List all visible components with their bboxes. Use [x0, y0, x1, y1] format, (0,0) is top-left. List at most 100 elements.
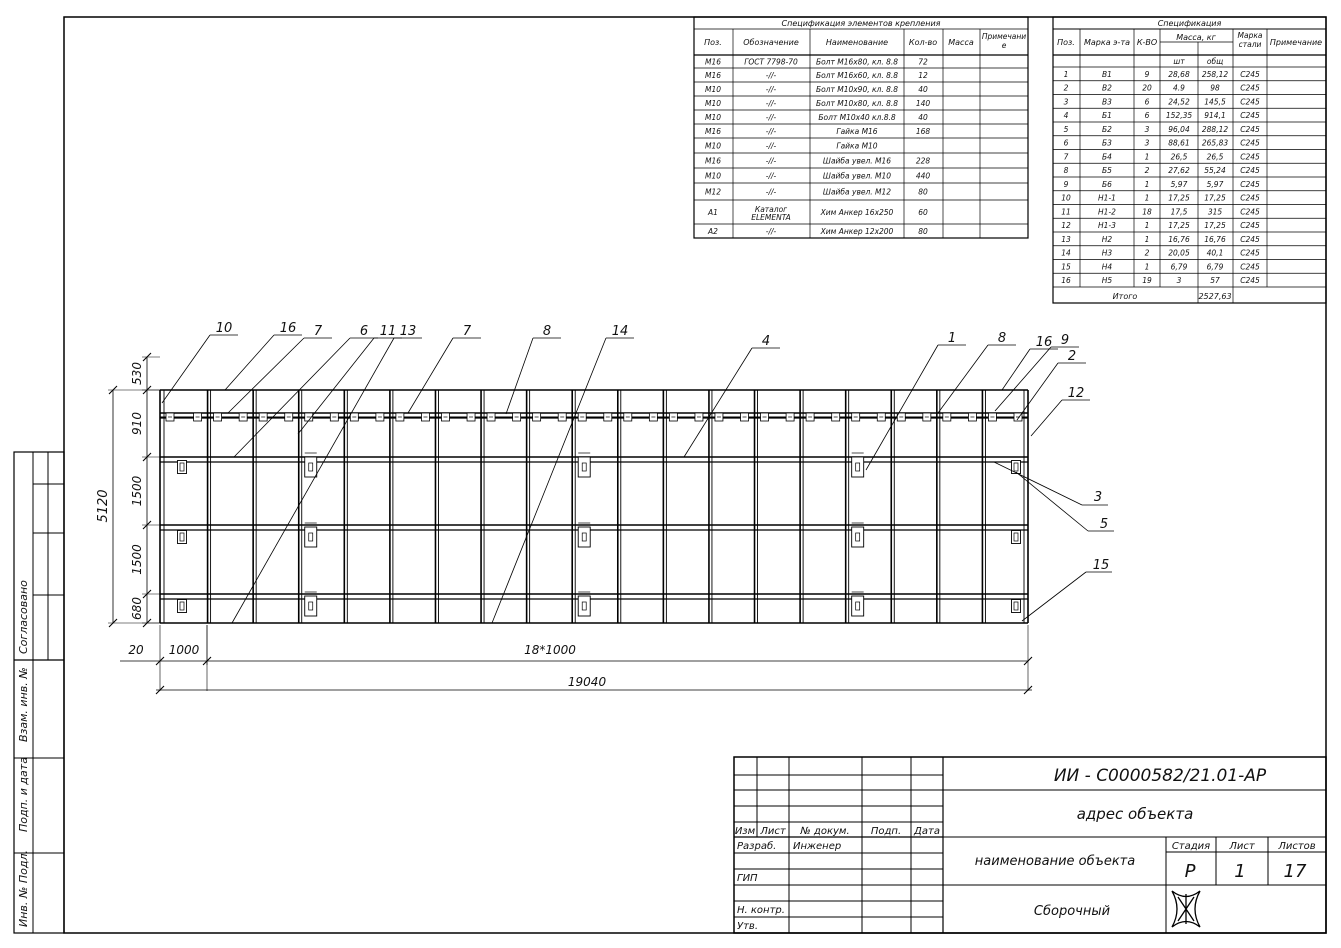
fastener-cell: Шайба увел. М10 [823, 172, 891, 181]
fastener-cell: Хим Анкер 16х250 [820, 208, 894, 217]
base-plate-core [1013, 462, 1019, 472]
spec-header-qty: К-ВО [1137, 38, 1157, 47]
base-plate-core [1013, 532, 1019, 542]
fastener-cell: -//- [766, 157, 777, 166]
spec-cell: 3 [1177, 276, 1182, 285]
spec-cell: С245 [1240, 194, 1260, 203]
base-plate-core [855, 462, 861, 472]
spec-cell: 96,04 [1168, 125, 1190, 134]
callout-leader [1016, 362, 1059, 421]
base-plate [851, 456, 865, 478]
fastener-cell: М16 [705, 58, 721, 67]
spec-cell: 17,5 [1171, 207, 1188, 216]
spec-cell: Б5 [1102, 166, 1112, 175]
base-plate [177, 599, 187, 613]
fastener-cell: 40 [918, 113, 928, 122]
fastener-cell: А2 [707, 227, 718, 236]
fastener-cell: М10 [705, 99, 721, 108]
callout-number: 2 [1068, 349, 1076, 364]
fastener-cell: 80 [918, 188, 928, 197]
spec-header-mark: Марка э-та [1084, 38, 1130, 47]
spec-cell: 26,5 [1207, 152, 1224, 161]
spec-subheader-unit: шт [1173, 57, 1185, 66]
stamp-signature-label: Подп. и дата [17, 757, 30, 832]
spec-cell: 28,68 [1168, 70, 1190, 79]
spec-cell: С245 [1240, 70, 1260, 79]
spec-cell: 1 [1145, 152, 1150, 161]
callout-leader [233, 337, 351, 458]
spec-cell: С245 [1240, 180, 1260, 189]
tb-col-list: Лист [759, 826, 787, 837]
stamp-agreed-label: Согласовано [17, 580, 30, 654]
spec-cell: С245 [1240, 276, 1260, 285]
tb-sheet-title: Сборочный [1034, 904, 1110, 919]
base-plate [851, 595, 865, 617]
spec-cell: 914,1 [1204, 111, 1225, 120]
tb-role-approve: Утв. [737, 921, 758, 932]
fastener-cell: М16 [705, 157, 721, 166]
spec-cell: 7 [1064, 152, 1069, 161]
spec-cell: Н1-3 [1098, 221, 1116, 230]
callout-leader [1015, 471, 1089, 532]
fastener-cell: Шайба увел. М16 [823, 157, 891, 166]
fastener-cell: -//- [766, 71, 777, 80]
tb-stage-label: Стадия [1172, 841, 1210, 852]
title-block [733, 756, 1327, 934]
fastener-cell: М16 [705, 127, 721, 136]
dim-1500-b: 1500 [130, 544, 144, 575]
fastener-cell: 72 [918, 58, 928, 67]
spec-cell: 1 [1145, 262, 1150, 271]
fastener-header-cell: Поз. [704, 38, 722, 47]
dimension-tick [1023, 685, 1033, 695]
spec-cell: Н4 [1102, 262, 1113, 271]
tb-sheets-label: Листов [1277, 841, 1315, 852]
fastener-header-cell: Обозначение [743, 38, 799, 47]
fastener-cell: -//- [766, 127, 777, 136]
spec-cell: С245 [1240, 262, 1260, 271]
spec-header-pos: Поз. [1057, 38, 1075, 47]
spec-cell: 20,05 [1168, 249, 1190, 258]
spec-cell: 17,25 [1168, 221, 1190, 230]
base-plate-core [308, 462, 314, 472]
fastener-cell: М10 [705, 85, 721, 94]
spec-cell: С245 [1240, 152, 1260, 161]
fastener-cell: -//- [766, 142, 777, 151]
spec-cell: 15 [1061, 262, 1071, 271]
dim-530: 530 [130, 362, 144, 385]
spec-cell: 1 [1145, 221, 1150, 230]
spec-cell: 315 [1208, 207, 1223, 216]
fastener-cell: 40 [918, 85, 928, 94]
base-plate [1011, 530, 1021, 544]
fastener-cell: Болт М10х80, кл. 8.8 [816, 99, 898, 108]
callout-leader [993, 461, 1083, 506]
spec-cell: 265,83 [1202, 139, 1228, 148]
callout-number: 16 [1036, 335, 1053, 350]
spec-header-mass: Масса, кг [1176, 33, 1216, 42]
fastener-table-title: Спецификация элементов крепления [782, 19, 941, 28]
callout-leader [227, 337, 305, 414]
fastener-header-cell: Кол-во [909, 38, 937, 47]
tb-col-doc: № докум. [799, 826, 849, 837]
fastener-cell: 60 [918, 208, 928, 217]
tb-doc-code: ИИ - С0000582/21.01-АР [1054, 766, 1267, 786]
fastener-cell: 168 [916, 127, 931, 136]
spec-cell: 4 [1064, 111, 1069, 120]
spec-cell: Н5 [1102, 276, 1113, 285]
spec-cell: 5 [1064, 125, 1069, 134]
callout-number: 6 [360, 324, 368, 339]
stamp-replaced-label: Взам. инв. № [17, 667, 30, 742]
spec-cell: 11 [1061, 207, 1071, 216]
spec-cell: 88,61 [1168, 139, 1189, 148]
dim-bottom-left: 20 [128, 643, 144, 657]
spec-cell: С245 [1240, 97, 1260, 106]
fastener-cell: Гайка М10 [836, 142, 877, 151]
fastener-cell: Болт М10х90, кл. 8.8 [816, 85, 898, 94]
fastener-cell: 80 [918, 227, 928, 236]
spec-cell: 8 [1064, 166, 1069, 175]
spec-cell: 4.9 [1173, 84, 1185, 93]
spec-cell: В1 [1102, 70, 1112, 79]
table-border [1052, 16, 1327, 304]
spec-cell: 14 [1061, 249, 1071, 258]
fastener-cell: М12 [705, 188, 721, 197]
